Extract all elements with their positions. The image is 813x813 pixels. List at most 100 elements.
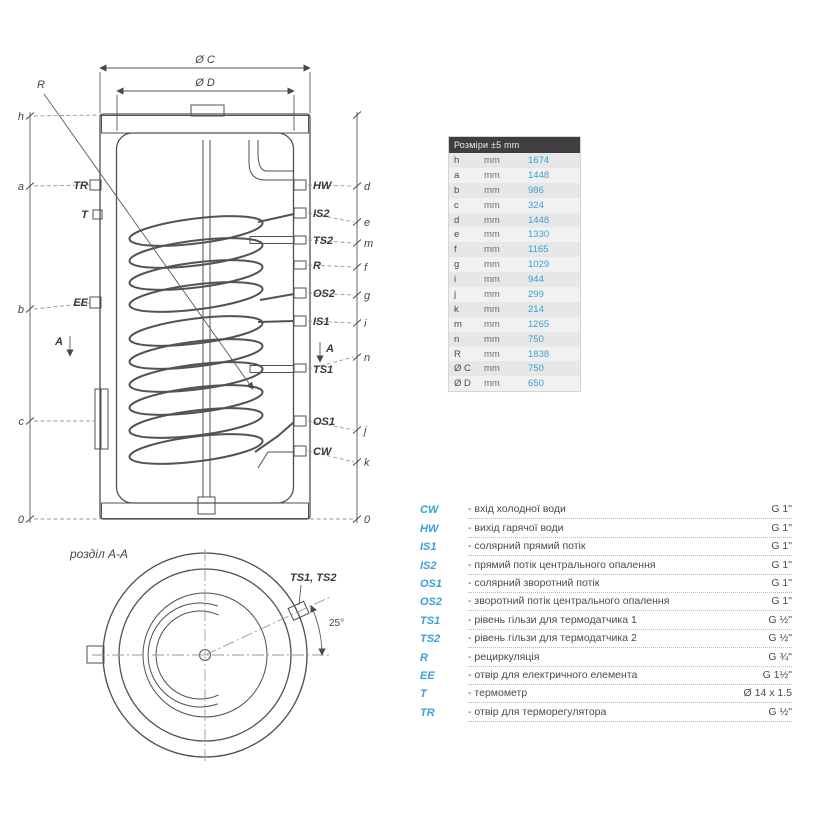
legend-code: TS1 [420,614,441,627]
legend-size: Ø 14 x 1.5 [743,687,792,700]
dimension-row: h mm 1674 [449,153,580,168]
dimension-row: g mm 1029 [449,257,580,273]
connection-stubs-right [293,179,307,457]
dimension-unit: mm [484,288,500,300]
legend-row: TS2 - рівень гільзи для термодатчика 2 G… [420,630,792,649]
legend-description: - прямий потік центрального опалення [468,558,656,571]
dimension-value: 299 [528,288,544,300]
angle-label: 25° [329,618,344,629]
dim-label-f: f [364,262,368,274]
legend-size: G 1" [771,576,792,589]
dimensions-table-header: Розміри ±5 mm [449,137,580,153]
legend-leader-line: - зворотний потік центрального опалення … [468,595,792,612]
dim-label-n: n [364,352,370,364]
legend-row: TR - отвір для терморегулятора G ½" [420,703,792,722]
os2-stub [293,287,307,299]
legend-row: HW - вихід гарячої води G 1" [420,519,792,538]
dim-label-e: e [364,217,370,229]
dimension-value: 214 [528,303,544,315]
legend-code: TS2 [420,633,441,646]
dimension-label: Ø C [454,363,471,375]
tr-stub [89,179,102,191]
section-markers: A A [54,336,334,363]
legend-row: CW - вхід холодної води G 1" [420,501,792,520]
dimension-unit: mm [484,378,500,390]
dimension-value: 1265 [528,318,550,330]
legend-code: R [420,651,428,664]
legend-leader-line: - вхід холодної води G 1" [468,503,792,520]
dim-label-m: m [364,238,373,250]
dimension-label: f [454,244,457,256]
conn-label-tr: TR [73,180,88,192]
legend-row: OS1 - солярний зворотний потік G 1" [420,575,792,593]
r-stub [293,260,307,270]
legend-description: - вихід гарячої води [468,521,564,534]
dim-label-b: b [18,304,24,316]
dim-label-zero-right: 0 [364,514,371,526]
dimension-label: e [454,229,460,241]
section-sleeve-stub [287,600,310,621]
dimension-value: 986 [528,184,544,196]
dimension-label: b [454,184,460,196]
dim-label-i: i [364,318,367,330]
legend-size: G 1" [771,503,792,516]
dimension-row: e mm 1330 [449,227,580,243]
tank-technical-drawing: Ø C Ø D R h a b c 0 d e [18,54,373,764]
legend-leader-line: - рівень гільзи для термодатчика 1 G ½" [468,614,792,630]
dimension-value: 650 [528,378,544,390]
dimension-row: Ø C mm 750 [449,361,580,377]
dimension-row: R mm 1838 [449,346,580,362]
dimension-label: j [454,288,457,300]
conn-label-is2: IS2 [313,208,330,220]
legend-size: G 1½" [762,668,792,681]
dim-label-d: d [364,181,371,193]
dim-label-h: h [18,111,24,123]
legend-description: - термометр [468,687,528,700]
dimension-row: n mm 750 [449,331,580,347]
legend-row: IS2 - прямий потік центрального опалення… [420,556,792,575]
dimension-row: f mm 1165 [449,242,580,258]
dimension-unit: mm [484,229,500,241]
is2-stub [293,207,307,219]
conn-label-t: T [81,209,89,221]
dimension-row: c mm 324 [449,197,580,213]
legend-code: EE [420,669,435,682]
dimension-label: g [454,259,460,271]
legend-code: HW [420,522,439,535]
hw-stub [293,179,307,191]
dimension-unit: mm [484,214,500,226]
dimension-value: 1029 [528,259,550,271]
dim-label-j: j [362,425,367,437]
dimension-row: a mm 1448 [449,167,580,183]
legend-size: G ½" [768,705,792,718]
dimension-label: m [454,318,462,330]
conn-label-os1: OS1 [313,416,335,428]
dim-label-zero-left: 0 [18,514,25,526]
dim-label-k: k [364,457,370,469]
dimension-unit: mm [484,274,500,286]
legend-description: - рівень гільзи для термодатчика 2 [468,632,637,645]
dimension-unit: mm [484,363,500,375]
dim-label-od: Ø D [194,77,215,89]
section-left-stub [86,645,105,664]
legend-size: G 1" [771,558,792,571]
dimension-label: Ø D [454,378,471,390]
front-view: Ø C Ø D R h a b c 0 d e [18,54,373,526]
legend-description: - солярний прямий потік [468,540,586,553]
legend-leader-line: - термометр Ø 14 x 1.5 [468,687,792,704]
legend-size: G 1" [771,540,792,553]
dimension-unit: mm [484,333,500,345]
dimension-label: c [454,199,459,211]
dimension-value: 1674 [528,154,550,166]
sleeve-label: TS1, TS2 [290,572,336,584]
dimensions-table-body: h mm 1674 a mm 1448 b mm 986 c mm 324 d … [449,153,580,392]
dimension-value: 1838 [528,348,550,360]
dimension-line-left: h a b c 0 [18,111,101,526]
dimension-unit: mm [484,303,500,315]
section-marker-left: A [54,336,63,348]
tipping-radius: R [37,79,254,390]
top-insulation [101,115,309,134]
legend-size: G 1" [771,521,792,534]
legend-size: G 1" [771,595,792,608]
ts1-sleeve [249,365,295,373]
